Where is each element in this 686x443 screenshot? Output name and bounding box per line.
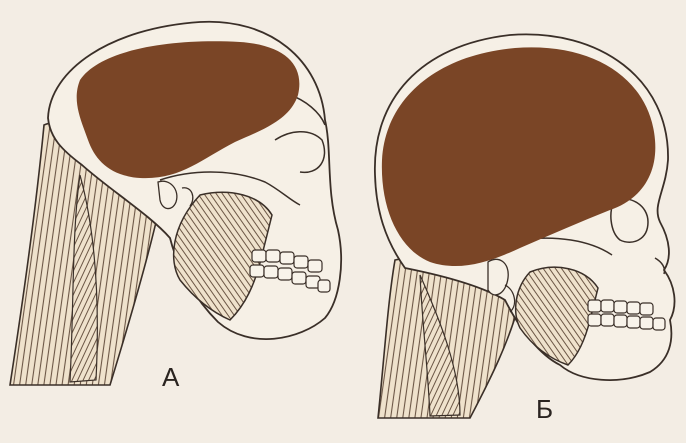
panel-label-b: Б <box>536 394 553 424</box>
panel-label-a: А <box>162 362 180 392</box>
